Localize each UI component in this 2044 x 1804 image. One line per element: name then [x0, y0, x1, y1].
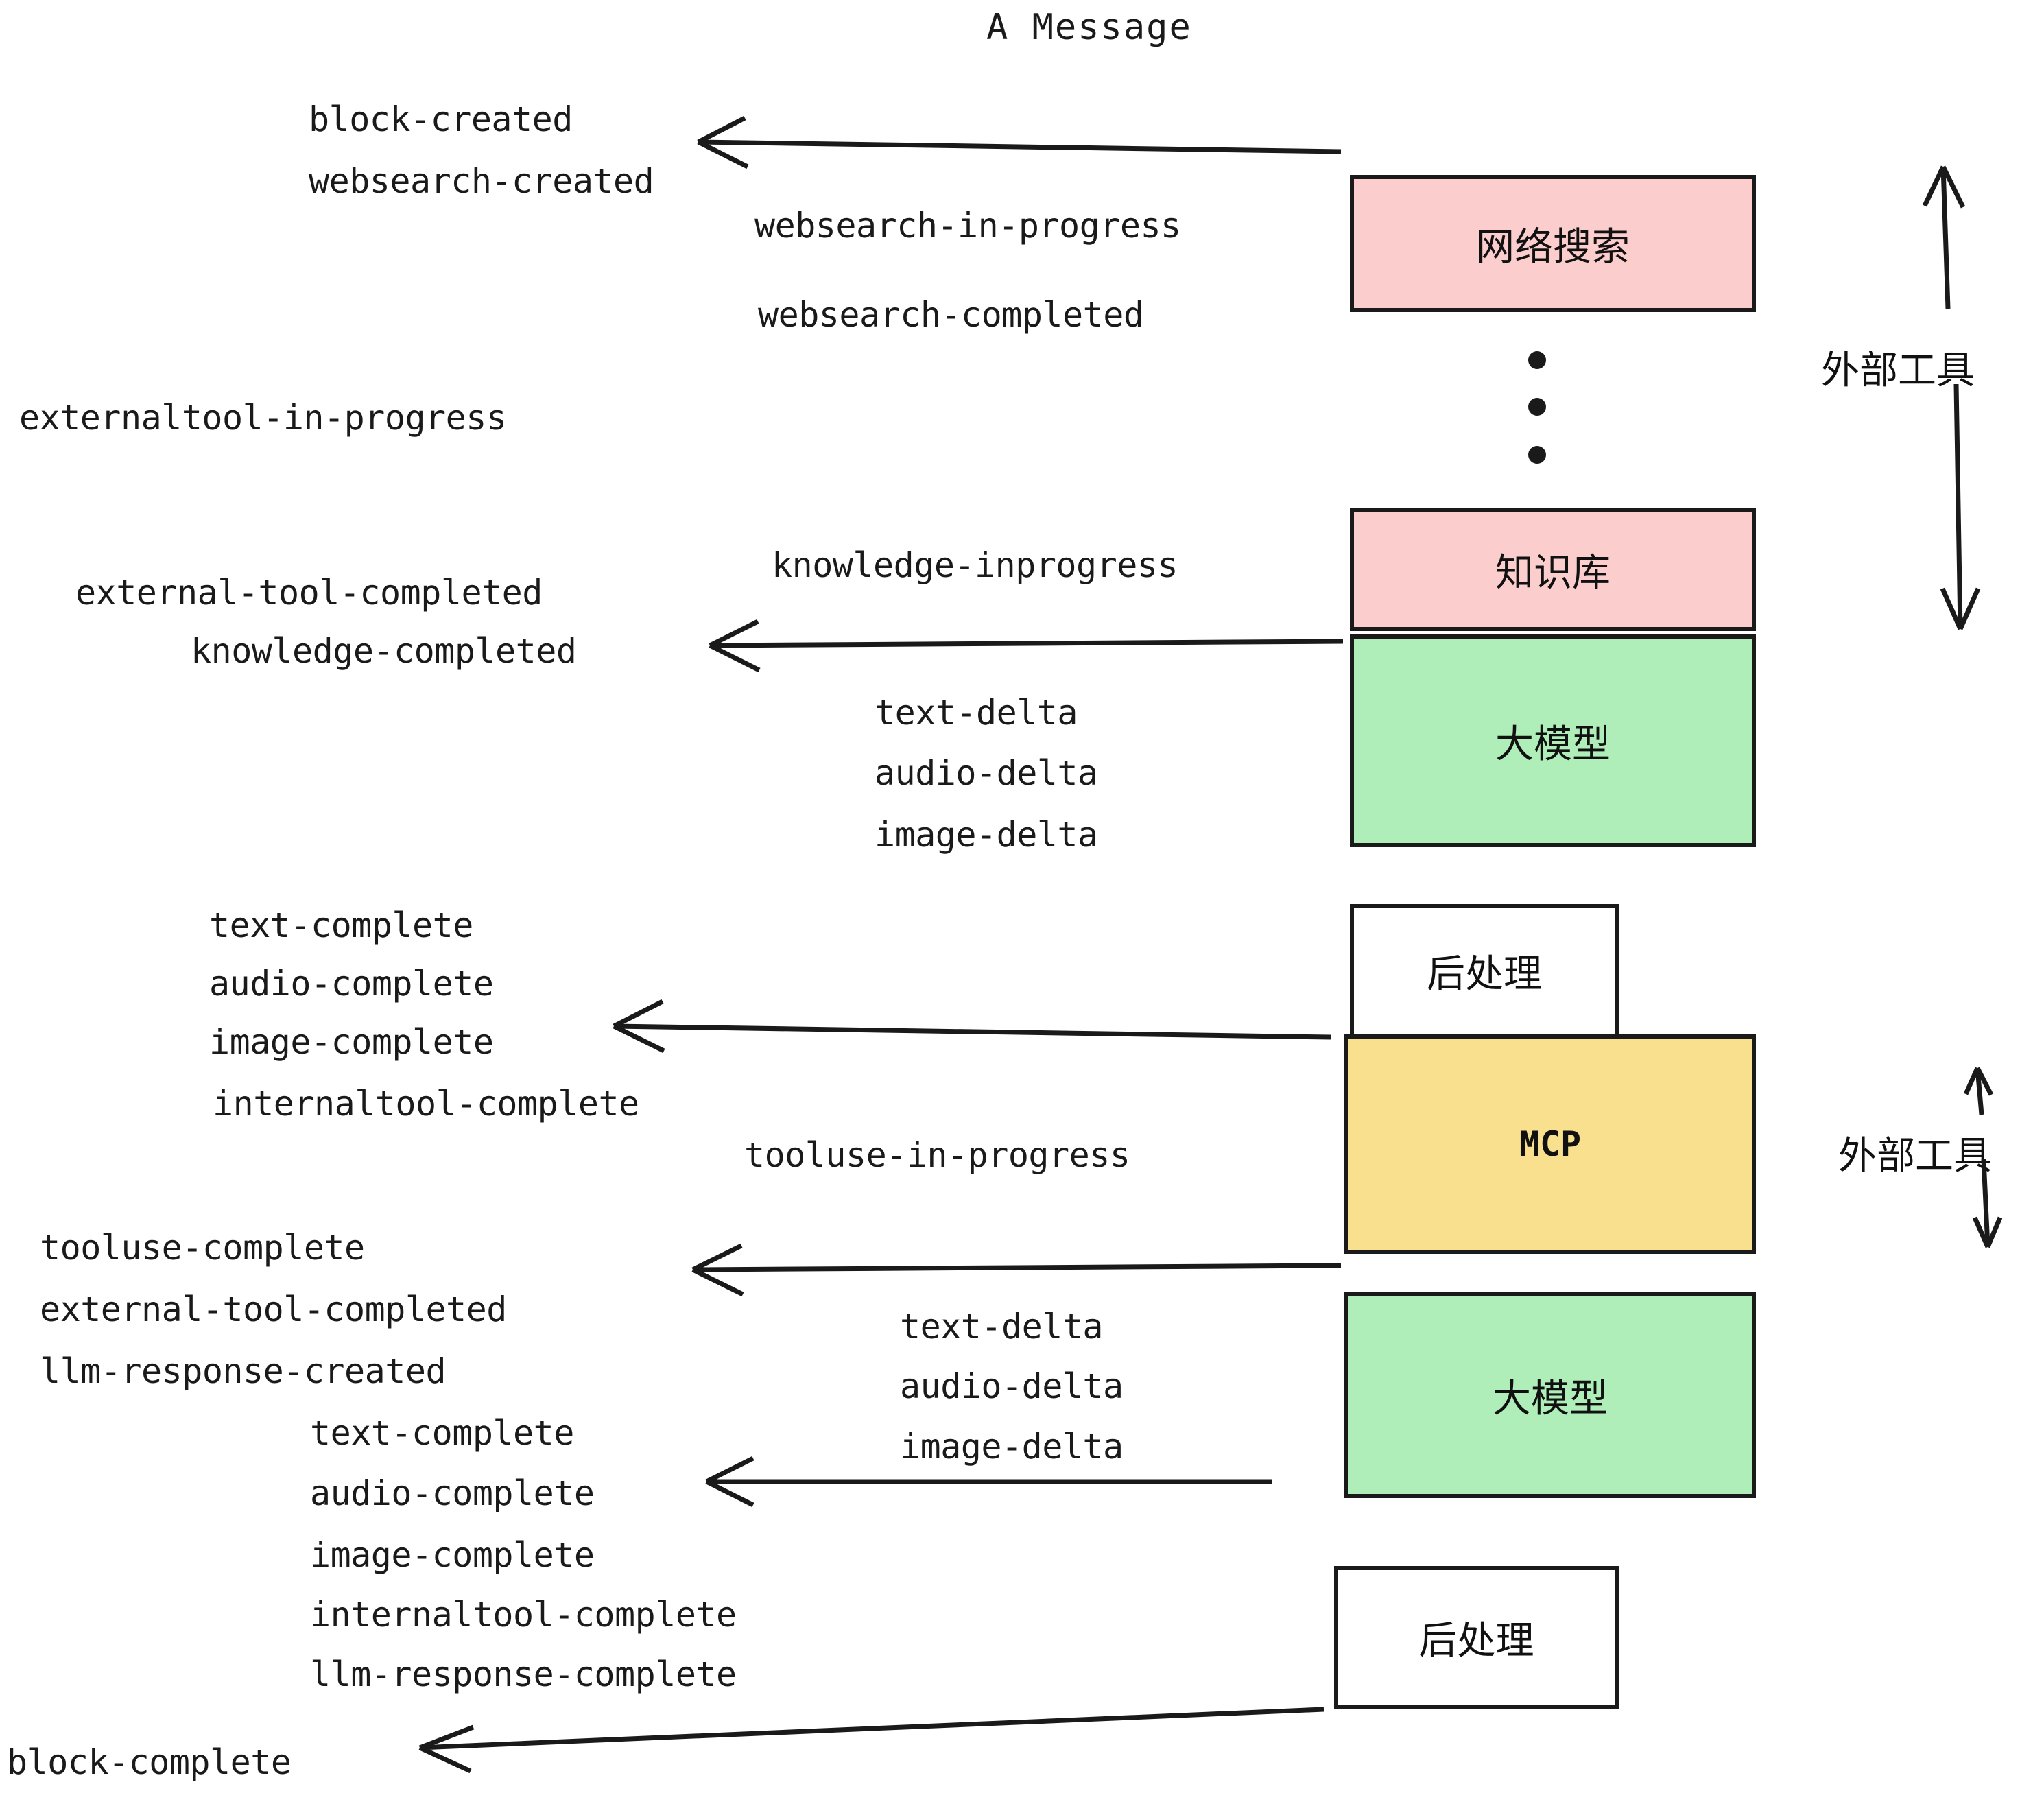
node-mcp[interactable]: MCP: [1344, 1034, 1756, 1254]
node-websearch[interactable]: 网络搜索: [1350, 175, 1756, 312]
event-external-tool-completed-2: external-tool-completed: [40, 1290, 507, 1329]
event-text-delta-1: text-delta: [875, 693, 1078, 733]
event-text-complete-2: text-complete: [310, 1413, 574, 1453]
event-image-delta-2: image-delta: [900, 1427, 1124, 1467]
node-label: 大模型: [1495, 722, 1611, 767]
event-websearch-created: websearch-created: [309, 161, 654, 201]
event-external-tool-completed-1: external-tool-completed: [75, 573, 543, 613]
node-llm-first[interactable]: 大模型: [1350, 634, 1756, 847]
arrow-knowledge-to-left: [709, 619, 1344, 673]
node-postprocess-first[interactable]: 后处理: [1350, 904, 1619, 1038]
node-knowledge-base[interactable]: 知识库: [1350, 508, 1756, 631]
event-internaltool-complete-1: internaltool-complete: [213, 1084, 639, 1124]
event-text-complete-1: text-complete: [209, 905, 473, 945]
event-websearch-in-progress: websearch-in-progress: [754, 206, 1181, 246]
arrow-postprocess-to-left: [613, 999, 1331, 1054]
arrow-mcp-to-left: [691, 1243, 1342, 1297]
event-llm-response-complete: llm-response-complete: [310, 1654, 737, 1694]
node-postprocess-second[interactable]: 后处理: [1334, 1566, 1619, 1709]
event-audio-complete-2: audio-complete: [310, 1473, 595, 1513]
event-externaltool-in-progress: externaltool-in-progress: [19, 398, 507, 438]
node-label: 知识库: [1495, 550, 1611, 595]
event-audio-delta-1: audio-delta: [875, 753, 1098, 793]
event-block-created: block-created: [309, 99, 573, 139]
external-tool-label-lower: 外部工具: [1838, 1134, 1992, 1178]
event-tooluse-complete: tooluse-complete: [40, 1228, 365, 1268]
arrow-websearch-to-left: [697, 115, 1342, 169]
event-llm-response-created: llm-response-created: [40, 1351, 447, 1391]
ellipsis-dot: [1528, 398, 1546, 416]
event-tooluse-in-progress: tooluse-in-progress: [744, 1135, 1130, 1175]
node-label: 大模型: [1493, 1376, 1608, 1421]
event-image-delta-1: image-delta: [875, 815, 1098, 855]
event-image-complete-2: image-complete: [310, 1535, 595, 1575]
event-image-complete-1: image-complete: [209, 1022, 494, 1062]
node-llm-second[interactable]: 大模型: [1344, 1292, 1756, 1498]
node-label: MCP: [1519, 1124, 1582, 1164]
event-text-delta-2: text-delta: [900, 1307, 1104, 1346]
ellipsis-dot: [1528, 446, 1546, 464]
arrow-postprocess2-to-left: [418, 1707, 1324, 1774]
node-label: 网络搜索: [1476, 224, 1630, 270]
page-title: A Message: [986, 7, 1192, 48]
ellipsis-dot: [1528, 351, 1546, 369]
event-audio-complete-1: audio-complete: [209, 964, 494, 1004]
event-internaltool-complete-2: internaltool-complete: [310, 1595, 737, 1635]
external-tool-double-arrow-upper: [1922, 165, 1981, 630]
external-tool-label-upper: 外部工具: [1821, 348, 1975, 393]
event-block-complete: block-complete: [7, 1742, 292, 1782]
event-knowledge-completed: knowledge-completed: [191, 631, 577, 671]
node-label: 后处理: [1418, 1618, 1534, 1663]
event-websearch-completed: websearch-completed: [758, 295, 1144, 335]
node-label: 后处理: [1427, 952, 1542, 997]
event-knowledge-inprogress: knowledge-inprogress: [772, 545, 1178, 585]
event-audio-delta-2: audio-delta: [900, 1366, 1124, 1406]
